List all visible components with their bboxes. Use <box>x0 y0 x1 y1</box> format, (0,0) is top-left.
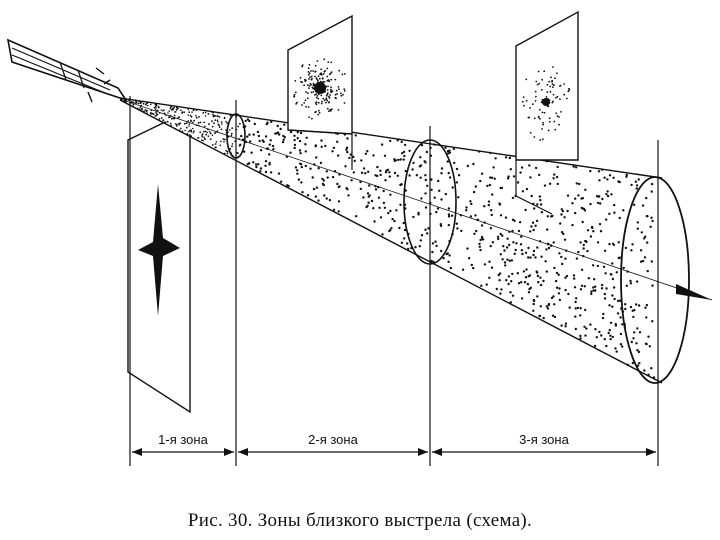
zone-3-label: 3-я зона <box>519 432 569 447</box>
zone-dimension-arrows <box>132 448 656 456</box>
zone1-target-sheet <box>128 110 190 412</box>
shot-cone <box>120 98 712 383</box>
zone-1-label: 1-я зона <box>158 432 208 447</box>
rifle-barrel <box>8 40 126 102</box>
zone3-entry-hole <box>542 98 550 106</box>
zone2-entry-hole <box>314 82 326 94</box>
bullet <box>676 284 712 300</box>
figure-caption: Рис. 30. Зоны близкого выстрела (схема). <box>188 510 532 531</box>
zone-2-label: 2-я зона <box>308 432 358 447</box>
